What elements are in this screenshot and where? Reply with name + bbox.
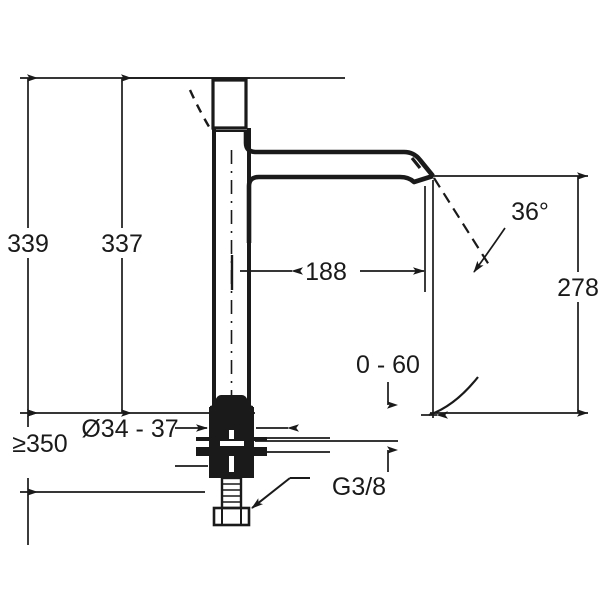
spout-upper-profile bbox=[243, 130, 435, 178]
label-188: 188 bbox=[305, 258, 347, 286]
spout-lower-profile bbox=[246, 173, 434, 243]
label-337: 337 bbox=[101, 230, 143, 258]
dimension-36-degrees bbox=[421, 177, 506, 419]
dimension-labels: 339 337 188 278 0 - 60 Ø34 - 37 ≥350 36°… bbox=[7, 198, 599, 501]
faucet-outline bbox=[188, 78, 435, 527]
label-36-degrees: 36° bbox=[511, 198, 549, 226]
spout-outlet-tick bbox=[410, 157, 422, 169]
label-0-60: 0 - 60 bbox=[356, 351, 420, 379]
leader-g38 bbox=[251, 477, 310, 509]
dimension-diameter-34-37 bbox=[175, 424, 330, 467]
mounting-assembly bbox=[196, 395, 267, 478]
dimension-0-60 bbox=[255, 382, 398, 472]
supply-nut bbox=[212, 506, 251, 527]
dimension-min-350 bbox=[20, 409, 205, 545]
label-g38: G3/8 bbox=[332, 473, 386, 501]
lever-handle bbox=[211, 78, 248, 132]
label-278: 278 bbox=[557, 274, 599, 302]
dimension-278 bbox=[430, 172, 588, 417]
dimension-lines bbox=[20, 74, 588, 545]
label-min-350: ≥350 bbox=[12, 430, 67, 458]
supply-stud bbox=[220, 476, 243, 510]
dimension-188 bbox=[230, 186, 426, 292]
label-339: 339 bbox=[7, 230, 49, 258]
lever-motion-indicator bbox=[188, 89, 213, 131]
label-diameter-34-37: Ø34 - 37 bbox=[81, 415, 178, 443]
